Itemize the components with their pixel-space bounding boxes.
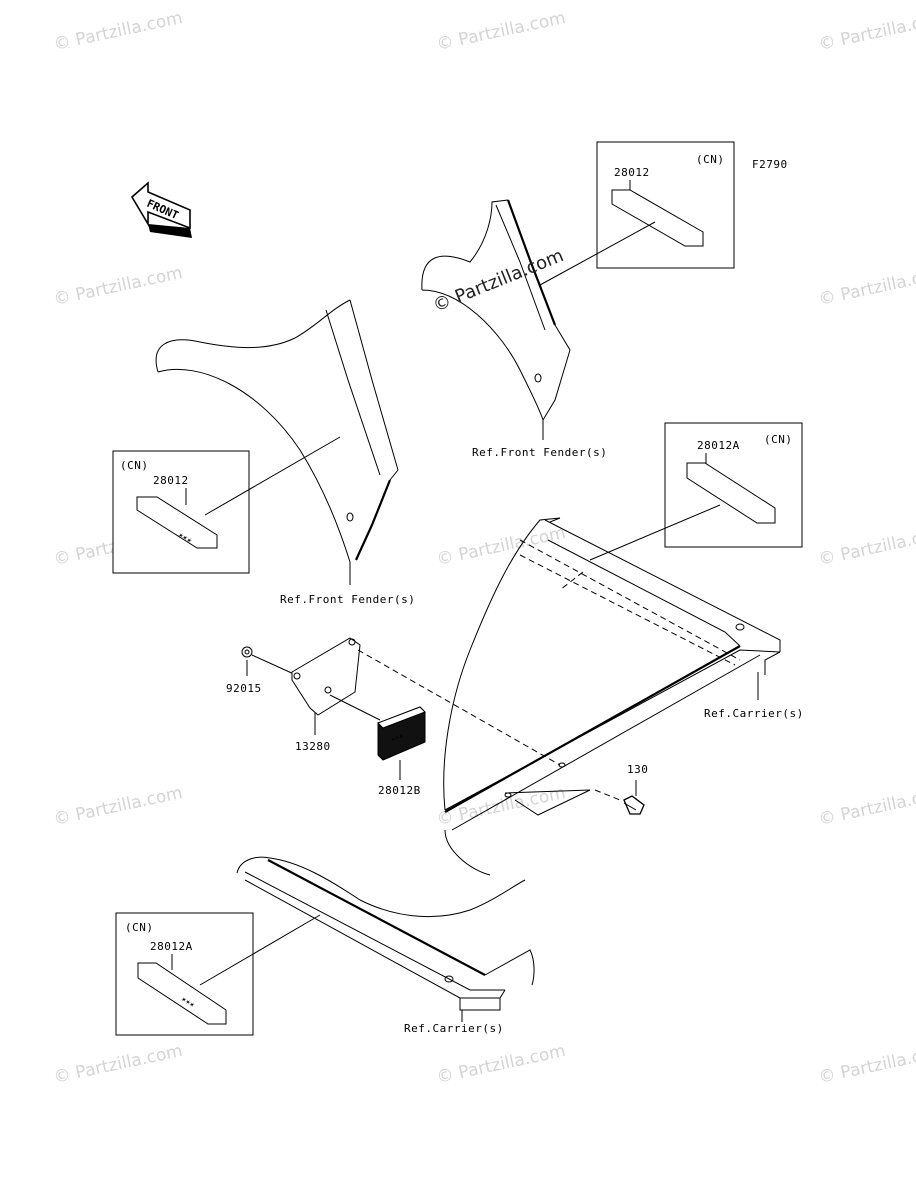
bracket-13280-icon <box>291 637 361 716</box>
callout-box-28012A-bottom: (CN) 28012A ✶✶✶ <box>115 912 321 1036</box>
callout-box-28012-top: (CN) 28012 <box>539 141 735 286</box>
watermark: © Partzilla.com <box>52 1041 184 1088</box>
front-arrow-icon: FRONT <box>130 181 192 238</box>
part-13280: 13280 <box>295 740 331 753</box>
reflector-28012B-icon: ✶✶✶ <box>377 706 426 761</box>
ref-carrier-bottom: Ref.Carrier(s) <box>404 1022 504 1035</box>
part-number: 28012 <box>153 474 189 487</box>
region-tag: (CN) <box>120 459 149 472</box>
diagram-code: F2790 <box>752 158 788 171</box>
watermark: © Partzilla.com <box>817 783 916 830</box>
part-number: 28012 <box>614 166 650 179</box>
region-tag: (CN) <box>696 153 725 166</box>
region-tag: (CN) <box>125 921 154 934</box>
watermark: © Partzilla.com <box>817 523 916 570</box>
front-fender-left <box>155 299 399 585</box>
nut-92015-icon <box>241 646 253 658</box>
bolt-130-icon <box>594 780 645 815</box>
watermark: © Partzilla.com <box>435 1041 567 1088</box>
watermark: © Partzilla.com <box>817 263 916 310</box>
watermark: © Partzilla.com <box>817 8 916 55</box>
center-watermark: © Partzilla.com <box>430 245 567 317</box>
region-tag: (CN) <box>764 433 793 446</box>
part-number: 28012A <box>697 439 740 452</box>
ref-front-fender-top: Ref.Front Fender(s) <box>472 446 607 459</box>
ref-carrier-right: Ref.Carrier(s) <box>704 707 804 720</box>
part-28012B: 28012B <box>378 784 421 797</box>
callout-box-28012-left: (CN) 28012 ✶✶✶ <box>112 436 341 574</box>
carrier-right <box>443 517 781 876</box>
watermark: © Partzilla.com <box>52 263 184 310</box>
watermark: © Partzilla.com <box>52 783 184 830</box>
watermark: © Partzilla.com <box>817 1041 916 1088</box>
part-130: 130 <box>627 763 648 776</box>
ref-front-fender-left: Ref.Front Fender(s) <box>280 593 415 606</box>
watermark: © Partzilla.com <box>52 8 184 55</box>
watermark: © Partzilla.com <box>435 523 567 570</box>
watermark: © Partzilla.com <box>435 8 567 55</box>
callout-box-28012A-right: (CN) 28012A <box>589 422 803 561</box>
front-fender-upper <box>421 199 571 440</box>
reflector-bracket-assembly: ✶✶✶ <box>241 637 561 780</box>
carrier-bottom <box>236 856 535 1022</box>
part-92015: 92015 <box>226 682 262 695</box>
part-number: 28012A <box>150 940 193 953</box>
